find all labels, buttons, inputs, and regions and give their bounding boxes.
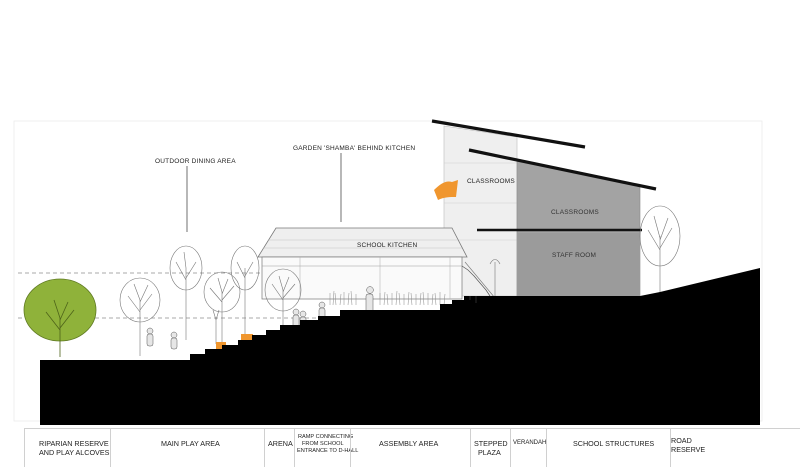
- zone-stepped-plaza: STEPPED PLAZA: [470, 429, 510, 467]
- zone-arena: ARENA: [264, 429, 294, 467]
- label-staff-room: STAFF ROOM: [552, 252, 596, 259]
- zone-riparian: RIPARIAN RESERVE AND PLAY ALCOVES: [24, 429, 110, 467]
- school-flag: [434, 180, 458, 200]
- zone-riparian-line1: RIPARIAN RESERVE: [39, 439, 109, 448]
- zone-arena-label: ARENA: [268, 439, 293, 448]
- lower-roof: [468, 148, 657, 191]
- zone-assembly: ASSEMBLY AREA: [350, 429, 470, 467]
- label-classrooms-lower: CLASSROOMS: [551, 209, 599, 216]
- zone-ramp-line1: RAMP CONNECTING: [298, 434, 354, 440]
- zone-verandah: VERANDAH: [510, 429, 546, 467]
- outline-trees: [119, 205, 681, 356]
- zone-ramp-line2: FROM SCHOOL: [302, 441, 344, 447]
- garden-shrubs: [329, 290, 446, 306]
- zone-road-reserve-line1: ROAD: [671, 436, 692, 445]
- stepped-plaza: [469, 296, 477, 303]
- school-kitchen: [257, 227, 496, 300]
- green-tree: [23, 278, 97, 357]
- zone-road-reserve: ROAD RESERVE: [670, 429, 800, 467]
- zone-road-reserve-line2: RESERVE: [671, 445, 706, 454]
- zone-verandah-label: VERANDAH: [513, 440, 547, 446]
- label-classrooms-upper: CLASSROOMS: [467, 178, 515, 185]
- upper-roof: [431, 119, 586, 149]
- label-garden-shamba: GARDEN 'SHAMBA' BEHIND KITCHEN: [293, 145, 415, 152]
- zone-stepped-plaza-line1: STEPPED: [474, 439, 508, 448]
- zone-school-structures-label: SCHOOL STRUCTURES: [573, 439, 655, 448]
- zone-stepped-plaza-line2: PLAZA: [478, 448, 501, 457]
- zone-school-structures: SCHOOL STRUCTURES: [546, 429, 670, 467]
- zone-riparian-line2: AND PLAY ALCOVES: [39, 448, 110, 457]
- label-school-kitchen: SCHOOL KITCHEN: [357, 242, 417, 249]
- zone-ramp: RAMP CONNECTING FROM SCHOOL ENTRANCE TO …: [294, 429, 358, 467]
- zone-main-play: MAIN PLAY AREA: [110, 429, 264, 467]
- zone-main-play-label: MAIN PLAY AREA: [161, 439, 220, 448]
- zone-assembly-label: ASSEMBLY AREA: [379, 439, 439, 448]
- orange-seat-2: [241, 334, 253, 343]
- zone-ramp-line3: ENTRANCE TO D-HALL: [297, 448, 359, 454]
- ground-mass: [40, 268, 760, 425]
- zone-label-strip: RIPARIAN RESERVE AND PLAY ALCOVES MAIN P…: [24, 428, 800, 467]
- label-outdoor-dining: OUTDOOR DINING AREA: [155, 158, 236, 165]
- orange-seat-1: [216, 342, 226, 351]
